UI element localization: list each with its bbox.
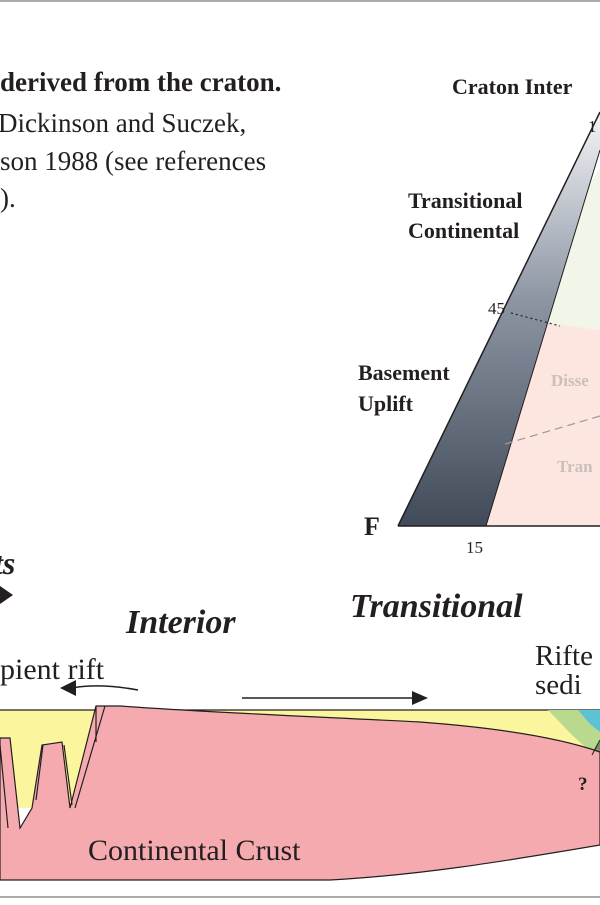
caption-line-2: Dickinson and Suczek, <box>0 108 246 138</box>
apex-value: 1 <box>588 117 597 136</box>
transitional-double-arrow <box>242 691 428 705</box>
shelf-blue-layer <box>578 710 600 732</box>
label-basement-uplift-1: Basement <box>358 360 450 385</box>
caption-line-3: son 1988 (see references <box>0 146 266 176</box>
tick-label-45: 45 <box>488 299 505 318</box>
rift-fault-3 <box>63 744 73 806</box>
label-transitional: Transitional <box>350 588 523 625</box>
section-heading-partial: ts <box>0 545 15 581</box>
label-rifted-2: sedi <box>535 669 582 701</box>
dotted-line-45 <box>510 312 561 327</box>
label-rifted-1: Rifte <box>535 640 593 672</box>
label-transitional-continental-1: Transitional <box>408 188 523 213</box>
corner-label-f: F <box>364 512 380 541</box>
interior-arrow-left <box>60 680 139 696</box>
label-transitional-continental-2: Continental <box>408 218 519 243</box>
rift-fault-5 <box>74 705 106 809</box>
ternary-left-edge <box>397 111 600 527</box>
label-incipient-rift: pient rift <box>0 653 105 686</box>
continental-crust <box>0 705 600 881</box>
field-label-transitional: Tran <box>557 457 593 476</box>
caption-line-4: ). <box>0 183 16 213</box>
rift-fault-6 <box>591 739 600 756</box>
field-label-dissected: Disse <box>551 371 589 390</box>
caption-line-1: derived from the craton. <box>0 67 281 97</box>
ternary-diagram: Craton Inter 1 Transitional Continental … <box>358 74 600 557</box>
label-interior: Interior <box>125 604 236 641</box>
label-basement-uplift-2: Uplift <box>358 391 414 416</box>
question-mark-label: ? <box>578 774 588 795</box>
left-arrowhead-icon <box>0 586 13 604</box>
label-continental-crust: Continental Crust <box>88 834 301 867</box>
rift-fault-2 <box>35 744 44 801</box>
band-inner-edge <box>485 149 600 527</box>
rift-fault-1 <box>0 744 9 829</box>
apex-label: Craton Inter <box>452 74 573 99</box>
tick-label-15: 15 <box>466 538 483 557</box>
dashed-field-boundary <box>504 415 600 445</box>
